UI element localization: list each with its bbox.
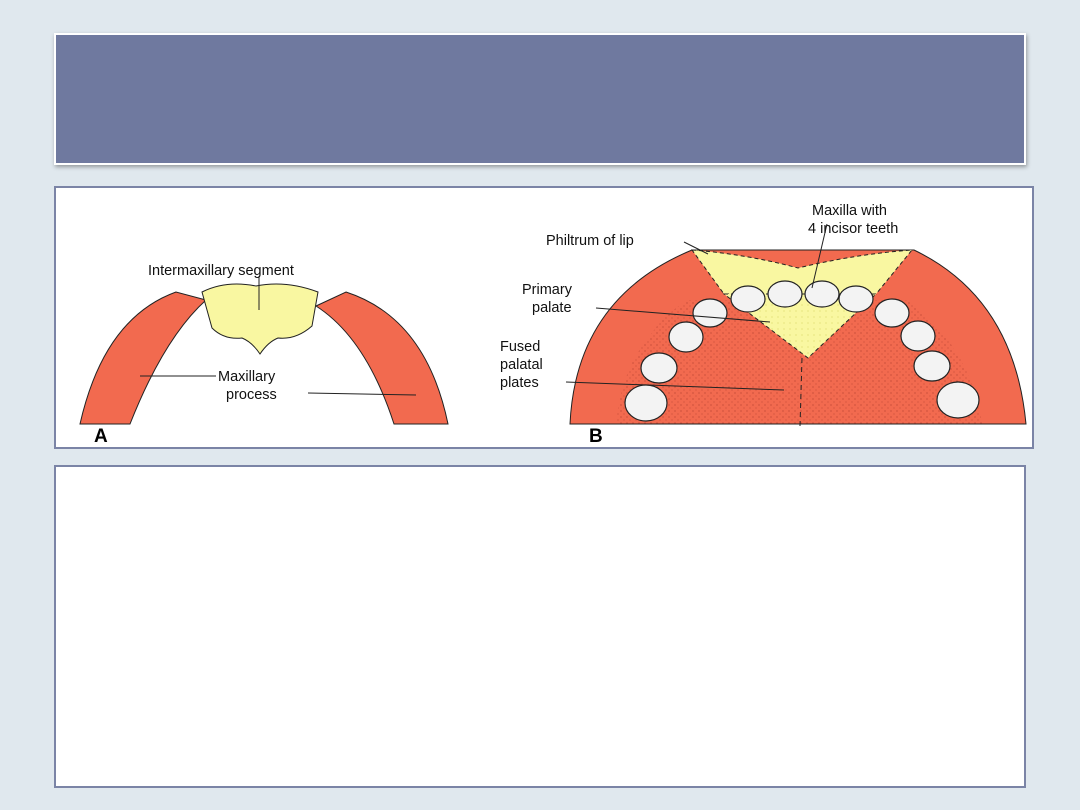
- maxilla-leader: [811, 223, 828, 289]
- philtrum-label: Philtrum of lip: [546, 233, 634, 249]
- philtrum-shape: [690, 249, 914, 295]
- content-box: [54, 465, 1026, 788]
- tooth: [874, 298, 910, 328]
- tooth: [913, 350, 951, 382]
- maxillary-label-1: Maxillary: [218, 369, 276, 385]
- tooth: [730, 285, 766, 313]
- maxillary-label-2: process: [226, 387, 277, 403]
- panel-b: Maxilla with 4 incisor teeth Philtrum of…: [500, 203, 1027, 447]
- fused-label-2: palatal: [500, 357, 543, 373]
- maxilla-label-1: Maxilla with: [812, 203, 887, 219]
- tooth: [838, 285, 874, 313]
- primary-palate-leader: [595, 307, 771, 323]
- tooth: [692, 298, 728, 328]
- panel-a: Intermaxillary segment Maxillary process…: [79, 263, 449, 447]
- tooth: [767, 280, 803, 308]
- palate-figure: Intermaxillary segment Maxillary process…: [54, 186, 1034, 449]
- palate-stipple: [616, 300, 982, 424]
- intermaxillary-label: Intermaxillary segment: [148, 263, 294, 279]
- fused-label-1: Fused: [500, 339, 540, 355]
- tooth: [624, 384, 668, 422]
- tooth: [668, 321, 704, 353]
- panel-a-letter: A: [94, 426, 108, 447]
- tooth: [640, 352, 678, 384]
- maxilla-label-2: 4 incisor teeth: [808, 221, 898, 237]
- palate-diagram: Intermaxillary segment Maxillary process…: [79, 203, 1027, 447]
- palatal-midline: [799, 357, 803, 427]
- tooth: [936, 381, 980, 419]
- tooth: [900, 320, 936, 352]
- tooth: [804, 280, 840, 308]
- philtrum-leader: [683, 241, 709, 255]
- panel-b-letter: B: [589, 426, 603, 447]
- maxillary-process-shape-right: [314, 291, 449, 425]
- primary-palate-stipple: [724, 294, 876, 358]
- maxillary-leader-right: [307, 392, 417, 396]
- maxillary-process-shape: [79, 291, 208, 425]
- teeth: [624, 280, 980, 422]
- slide-title-bar: [54, 33, 1026, 165]
- fused-label-3: plates: [500, 375, 539, 391]
- intermaxillary-segment-shape: [201, 283, 319, 355]
- fused-plates-leader: [565, 381, 785, 391]
- primary-palate-label-2: palate: [532, 300, 572, 316]
- primary-palate-label-1: Primary: [522, 282, 573, 298]
